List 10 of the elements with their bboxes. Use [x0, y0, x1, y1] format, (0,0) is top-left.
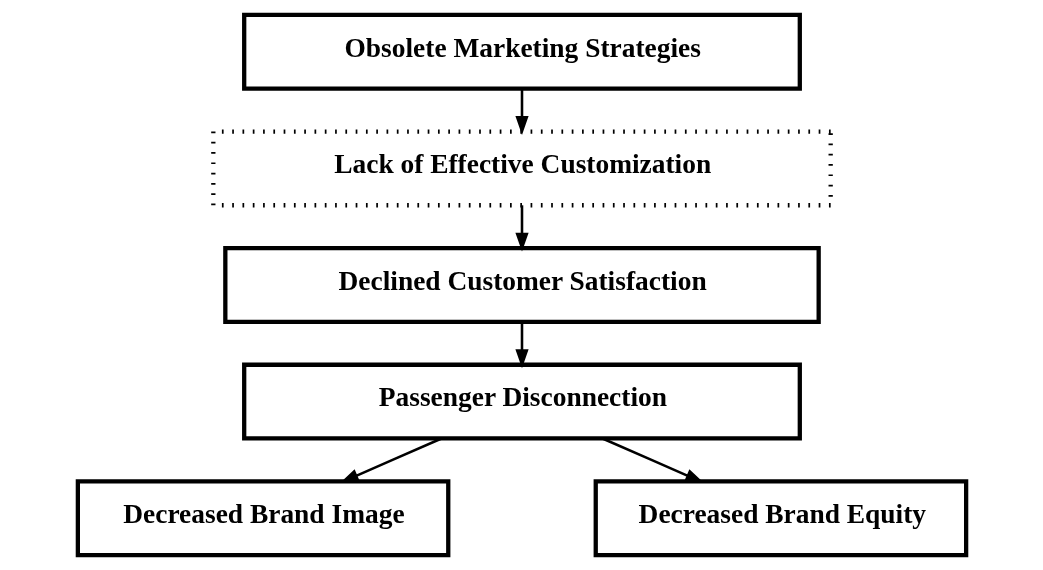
node-box: Passenger Disconnection [241, 362, 802, 441]
node-box: Lack of Effective Customization [210, 129, 833, 208]
arrow [514, 321, 529, 369]
arrow [601, 437, 704, 483]
node-box: Decreased Brand Image [75, 479, 450, 558]
arrow [514, 88, 529, 135]
arrow [514, 205, 529, 252]
node-box: Obsolete Marketing Strategies [241, 12, 802, 91]
node-box: Decreased Brand Equity [593, 479, 968, 558]
node-box: Declined Customer Satisfaction [222, 246, 821, 324]
